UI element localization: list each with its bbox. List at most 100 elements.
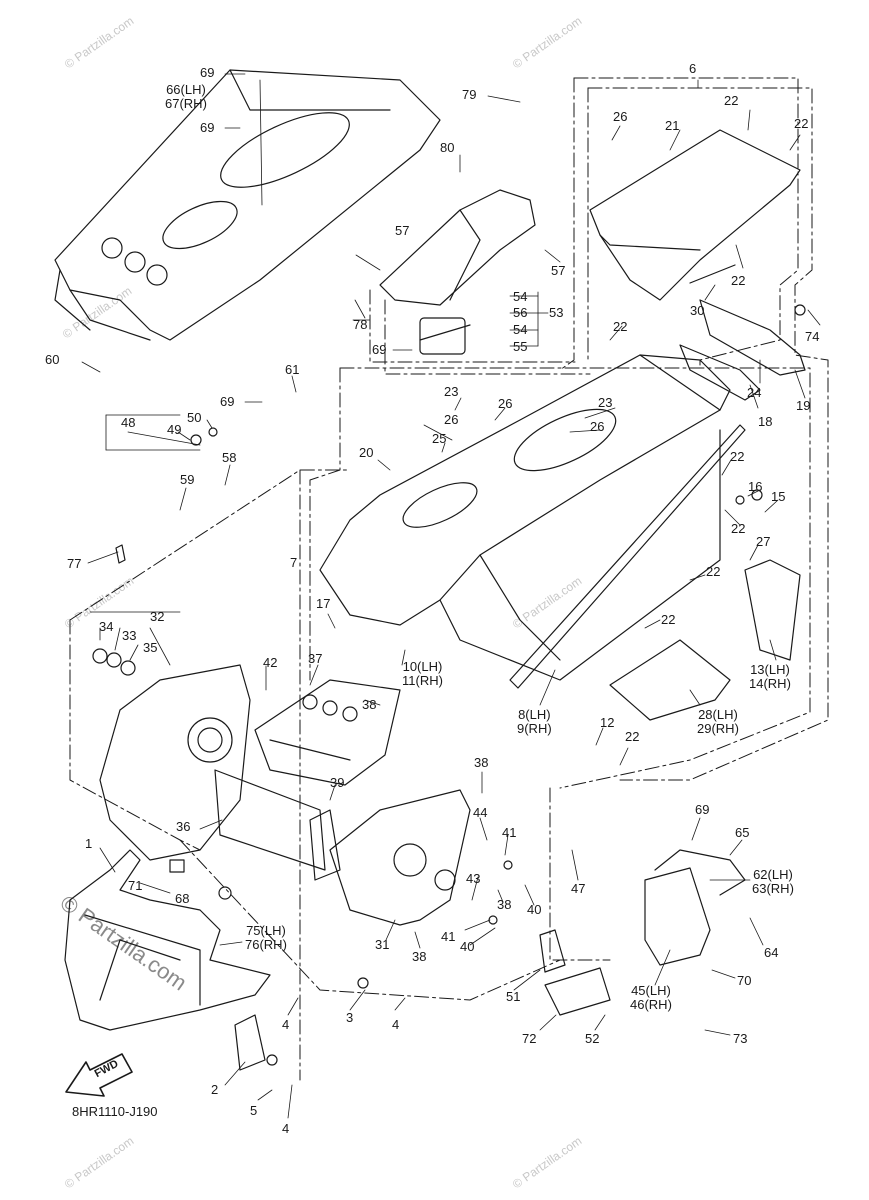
callout-69: 69 <box>220 394 235 409</box>
callout-50: 50 <box>187 410 202 425</box>
callout-47: 47 <box>571 881 586 896</box>
cross-plate-part <box>254 679 401 786</box>
callout-58: 58 <box>222 450 237 465</box>
callout-54: 54 <box>513 322 528 337</box>
callout-37: 37 <box>308 651 323 666</box>
callout-60: 60 <box>45 352 60 367</box>
diagram-code: 8HR1110-J190 <box>72 1104 158 1119</box>
callout-31: 31 <box>375 937 390 952</box>
callout-21: 21 <box>665 118 680 133</box>
callout-26: 26 <box>590 419 605 434</box>
callout-22: 22 <box>731 521 746 536</box>
callout-26: 26 <box>613 109 628 124</box>
callout-17: 17 <box>316 596 331 611</box>
callout-52: 52 <box>585 1031 600 1046</box>
callout-35: 35 <box>143 640 158 655</box>
callout-26: 26 <box>498 396 513 411</box>
callout-5: 5 <box>250 1103 258 1118</box>
callout-15: 15 <box>771 489 786 504</box>
callout-39: 39 <box>330 775 345 790</box>
left-front-plate-part <box>92 648 251 861</box>
callout-68: 68 <box>175 891 190 906</box>
callout-56: 56 <box>513 305 528 320</box>
callout-79: 79 <box>462 87 477 102</box>
callout-22: 22 <box>706 564 721 579</box>
callout-48: 48 <box>121 415 136 430</box>
callout-64: 64 <box>764 945 779 960</box>
callout-26: 26 <box>444 412 459 427</box>
callout-54: 54 <box>513 289 528 304</box>
callout-36: 36 <box>176 819 191 834</box>
callout-38: 38 <box>412 949 427 964</box>
side-plate-part <box>609 559 801 721</box>
callout-57: 57 <box>395 223 410 238</box>
callout-41: 41 <box>441 929 456 944</box>
callout-18: 18 <box>758 414 773 429</box>
callout-66-67: 66(LH) 67(RH) <box>165 82 207 111</box>
callout-13-14: 13(LH) 14(RH) <box>749 662 791 691</box>
callout-22: 22 <box>731 273 746 288</box>
callout-25: 25 <box>432 431 447 446</box>
lower-bracket-parts <box>234 849 746 1071</box>
callout-4: 4 <box>392 1017 400 1032</box>
callout-38: 38 <box>362 697 377 712</box>
callout-38: 38 <box>497 897 512 912</box>
main-tunnel-part <box>319 354 731 681</box>
callout-28-29: 28(LH) 29(RH) <box>697 707 739 736</box>
callout-12: 12 <box>600 715 615 730</box>
callout-43: 43 <box>466 871 481 886</box>
callout-69: 69 <box>200 65 215 80</box>
front-frame-part <box>64 849 271 1031</box>
callout-57: 57 <box>551 263 566 278</box>
slide-rail-part <box>509 424 746 689</box>
callout-2: 2 <box>211 1082 219 1097</box>
callout-44: 44 <box>473 805 488 820</box>
callout-10-11: 10(LH) 11(RH) <box>402 659 443 688</box>
assembly-outline-lower <box>69 469 561 1081</box>
callout-8-9: 8(LH) 9(RH) <box>517 707 552 736</box>
callout-75-76: 75(LH) 76(RH) <box>245 923 287 952</box>
rear-tunnel-part <box>54 69 441 341</box>
callout-59: 59 <box>180 472 195 487</box>
callout-69: 69 <box>695 802 710 817</box>
callout-16: 16 <box>748 479 763 494</box>
callout-22: 22 <box>661 612 676 627</box>
callout-27: 27 <box>756 534 771 549</box>
callout-65: 65 <box>735 825 750 840</box>
callout-3: 3 <box>346 1010 354 1025</box>
callout-6: 6 <box>689 61 697 76</box>
callout-7: 7 <box>290 555 298 570</box>
callout-41: 41 <box>502 825 517 840</box>
callout-19: 19 <box>796 398 811 413</box>
callout-71: 71 <box>128 878 143 893</box>
callout-20: 20 <box>359 445 374 460</box>
callout-40: 40 <box>460 939 475 954</box>
callout-62-63: 62(LH) 63(RH) <box>752 867 794 896</box>
callout-69: 69 <box>200 120 215 135</box>
assembly-outline-7 <box>309 367 811 961</box>
callout-42: 42 <box>263 655 278 670</box>
callout-77: 77 <box>67 556 82 571</box>
callout-61: 61 <box>285 362 300 377</box>
callout-23: 23 <box>598 395 613 410</box>
callout-34: 34 <box>99 619 114 634</box>
callout-49: 49 <box>167 422 182 437</box>
callout-78: 78 <box>353 317 368 332</box>
fastener-parts <box>115 304 806 1066</box>
callout-22: 22 <box>613 319 628 334</box>
callout-22: 22 <box>724 93 739 108</box>
callout-30: 30 <box>690 303 705 318</box>
rear-cover-part <box>379 189 536 355</box>
callout-4: 4 <box>282 1121 290 1136</box>
callout-55: 55 <box>513 339 528 354</box>
callout-69: 69 <box>372 342 387 357</box>
fwd-arrow-icon <box>65 1053 133 1097</box>
right-bulkhead-part <box>214 769 471 926</box>
callout-51: 51 <box>506 989 521 1004</box>
callout-72: 72 <box>522 1031 537 1046</box>
callout-40: 40 <box>527 902 542 917</box>
callout-23: 23 <box>444 384 459 399</box>
callout-22: 22 <box>794 116 809 131</box>
